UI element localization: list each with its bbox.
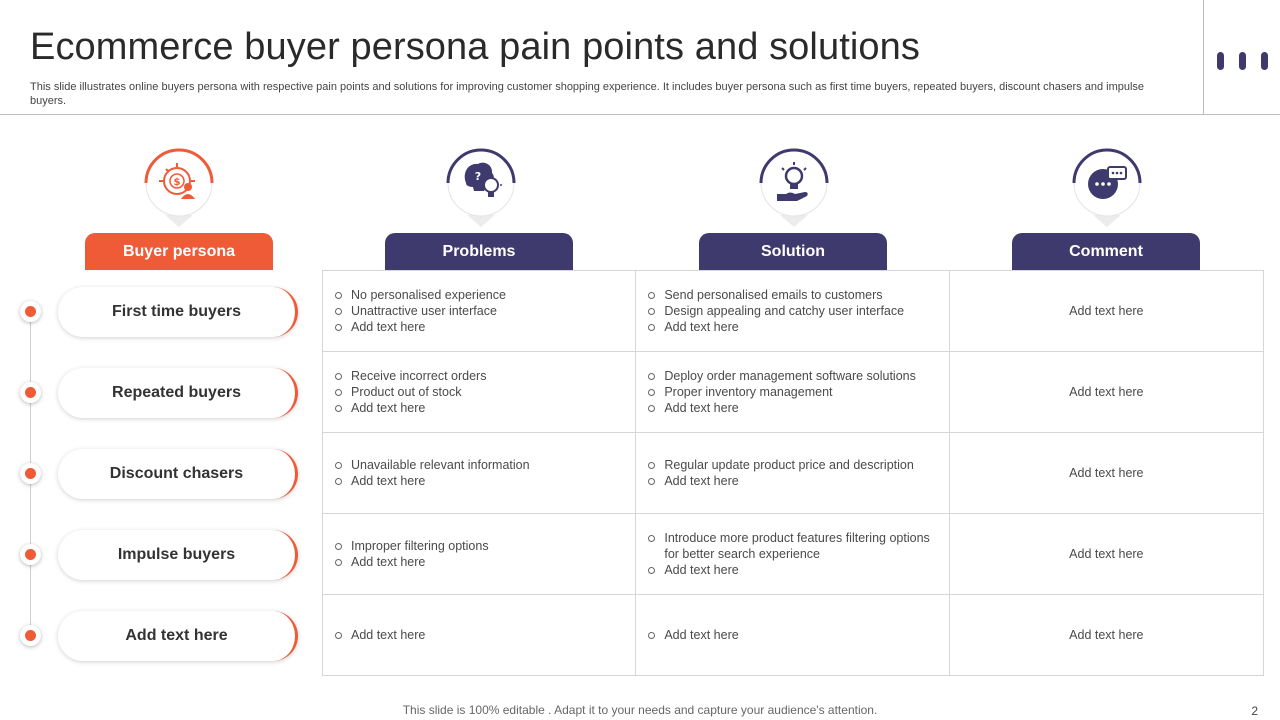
list-item: Add text here [648,562,938,578]
problems-cell: Unavailable relevant information Add tex… [323,433,637,513]
hand-bulb-icon [759,147,829,231]
timeline-dot [20,625,41,646]
persona-first-time-buyers: First time buyers [58,287,298,337]
menu-dots-icon[interactable] [1217,52,1268,70]
brain-question-bulb-icon: ? [446,147,516,231]
slide-subtitle: This slide illustrates online buyers per… [30,81,1145,107]
comment-cell: Add text here [1069,304,1144,318]
list-item: Add text here [335,554,625,570]
comment-cell: Add text here [1069,628,1144,642]
footer-note: This slide is 100% editable . Adapt it t… [402,703,878,717]
persona-repeated-buyers: Repeated buyers [58,368,298,418]
table-row: No personalised experience Unattractive … [323,271,1263,352]
list-item: Design appealing and catchy user interfa… [648,303,938,319]
problems-cell: Receive incorrect orders Product out of … [323,352,637,432]
list-item: Receive incorrect orders [335,368,625,384]
timeline-dot [20,544,41,565]
list-item: Improper filtering options [335,538,625,554]
list-item: Unattractive user interface [335,303,625,319]
list-item: Add text here [335,319,625,335]
list-item: Add text here [335,400,625,416]
chat-bubbles-icon [1072,147,1142,231]
header-divider [0,114,1280,115]
list-item: Add text here [335,473,625,489]
column-header-solution: Solution [699,233,887,270]
list-item: No personalised experience [335,287,625,303]
header-vertical-divider [1203,0,1204,115]
pain-points-table: No personalised experience Unattractive … [322,270,1264,676]
solution-cell: Regular update product price and descrip… [636,433,950,513]
solution-cell: Add text here [636,595,950,675]
dollar-target-person-icon: $ [144,147,214,231]
problems-cell: No personalised experience Unattractive … [323,271,637,351]
list-item: Regular update product price and descrip… [648,457,938,473]
column-header-problems: Problems [385,233,573,270]
solution-cell: Send personalised emails to customers De… [636,271,950,351]
table-row: Improper filtering options Add text here… [323,514,1263,595]
comment-cell: Add text here [1069,547,1144,561]
timeline-dot [20,463,41,484]
slide-title: Ecommerce buyer persona pain points and … [30,26,920,68]
list-item: Introduce more product features filterin… [648,530,938,562]
table-row: Unavailable relevant information Add tex… [323,433,1263,514]
column-header-comment: Comment [1012,233,1200,270]
persona-discount-chasers: Discount chasers [58,449,298,499]
timeline-dot [20,382,41,403]
persona-impulse-buyers: Impulse buyers [58,530,298,580]
table-row: Receive incorrect orders Product out of … [323,352,1263,433]
svg-text:$: $ [174,177,181,188]
svg-text:?: ? [475,170,481,183]
list-item: Add text here [648,627,938,643]
solution-cell: Deploy order management software solutio… [636,352,950,432]
comment-cell: Add text here [1069,385,1144,399]
list-item: Add text here [335,627,625,643]
list-item: Add text here [648,400,938,416]
list-item: Product out of stock [335,384,625,400]
list-item: Add text here [648,473,938,489]
page-number: 2 [1251,704,1258,718]
list-item: Send personalised emails to customers [648,287,938,303]
list-item: Add text here [648,319,938,335]
table-row: Add text here Add text here Add text her… [323,595,1263,675]
list-item: Unavailable relevant information [335,457,625,473]
persona-placeholder: Add text here [58,611,298,661]
list-item: Proper inventory management [648,384,938,400]
problems-cell: Improper filtering options Add text here [323,514,637,594]
problems-cell: Add text here [323,595,637,675]
comment-cell: Add text here [1069,466,1144,480]
solution-cell: Introduce more product features filterin… [636,514,950,594]
column-header-buyer-persona: Buyer persona [85,233,273,270]
timeline-dot [20,301,41,322]
list-item: Deploy order management software solutio… [648,368,938,384]
